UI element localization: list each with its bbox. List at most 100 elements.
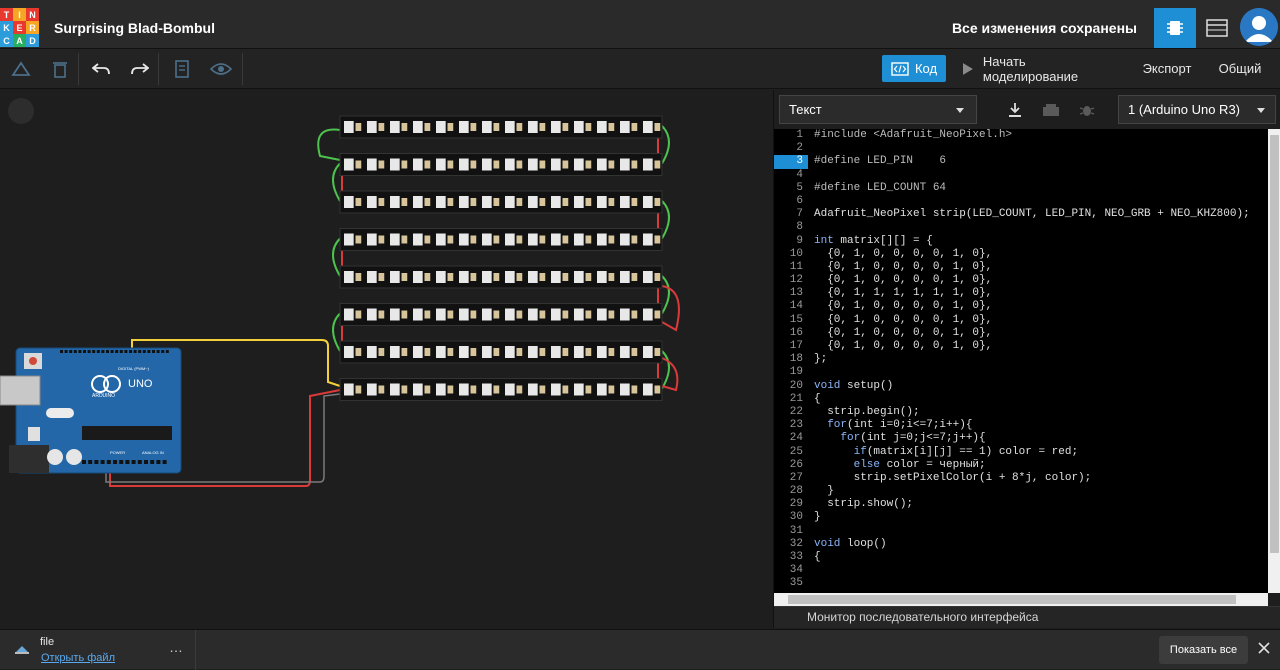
neopixel-strip[interactable] bbox=[339, 228, 663, 251]
code-line[interactable]: {0, 1, 0, 0, 0, 0, 1, 0}, bbox=[814, 260, 993, 273]
code-line[interactable]: }; bbox=[814, 353, 828, 366]
code-line[interactable]: for(int j=0;j<=7;j++){ bbox=[840, 432, 986, 445]
neopixel-strip[interactable] bbox=[339, 378, 663, 401]
code-line[interactable]: } bbox=[814, 485, 834, 498]
start-simulation-label: Начать моделирование bbox=[982, 53, 1079, 84]
code-line[interactable] bbox=[814, 142, 1268, 155]
library-button[interactable] bbox=[1034, 95, 1068, 124]
code-line[interactable] bbox=[814, 195, 1268, 208]
code-line[interactable]: } bbox=[814, 511, 821, 524]
horizontal-scrollbar[interactable] bbox=[774, 593, 1268, 606]
code-line[interactable] bbox=[814, 577, 1268, 590]
code-line[interactable]: else color = черный; bbox=[853, 458, 986, 471]
board-select[interactable]: 1 (Arduino Uno R3) bbox=[1118, 95, 1276, 124]
code-line[interactable]: #define LED_COUNT 64 bbox=[814, 181, 947, 194]
code-line[interactable] bbox=[814, 169, 1268, 182]
code-line[interactable]: for(int i=0;i<=7;i++){ bbox=[827, 419, 973, 432]
code-line[interactable] bbox=[814, 366, 1268, 379]
code-line[interactable]: strip.setPixelColor(i + 8*j, color); bbox=[814, 471, 1092, 484]
undo-icon[interactable] bbox=[89, 57, 113, 81]
start-simulation-button[interactable]: Начать моделирование bbox=[955, 53, 1123, 84]
code-line[interactable]: {0, 1, 0, 0, 0, 0, 1, 0}, bbox=[814, 274, 993, 287]
led-pixel bbox=[620, 233, 630, 246]
debugger-button[interactable] bbox=[1070, 95, 1104, 124]
visibility-icon[interactable] bbox=[209, 57, 233, 81]
code-line[interactable]: Adafruit_NeoPixel strip(LED_COUNT, LED_P… bbox=[814, 208, 1250, 221]
led-pad bbox=[562, 198, 569, 206]
code-line[interactable]: #include <Adafruit_NeoPixel.h> bbox=[814, 129, 1013, 141]
led-pixel bbox=[643, 346, 653, 358]
led-pixel bbox=[620, 196, 630, 208]
code-line[interactable]: void setup() bbox=[814, 379, 894, 392]
share-button[interactable]: Общий bbox=[1218, 61, 1262, 76]
code-button[interactable]: Код bbox=[882, 55, 946, 82]
led-pixel bbox=[344, 233, 354, 246]
header-pin bbox=[92, 350, 96, 353]
download-menu-button[interactable]: … bbox=[169, 639, 183, 655]
code-line[interactable] bbox=[814, 564, 1268, 577]
code-line[interactable]: int matrix[][] = { bbox=[814, 234, 933, 247]
code-line[interactable]: if(matrix[i][j] == 1) color = red; bbox=[853, 445, 1079, 458]
code-line[interactable]: {0, 1, 0, 0, 0, 0, 1, 0}, bbox=[814, 247, 993, 260]
neopixel-strip[interactable] bbox=[339, 153, 663, 176]
code-line[interactable]: strip.begin(); bbox=[814, 405, 920, 418]
header-pin bbox=[142, 350, 146, 353]
notes-icon[interactable] bbox=[170, 57, 194, 81]
led-pad bbox=[470, 310, 477, 319]
line-number: 4 bbox=[796, 168, 803, 181]
led-pixel bbox=[482, 121, 492, 133]
circuit-canvas[interactable]: UNO ARDUINO DIGITAL (PWM~) POWER ANALOG … bbox=[0, 90, 773, 628]
code-line[interactable]: {0, 1, 0, 0, 0, 0, 1, 0}, bbox=[814, 313, 993, 326]
export-button[interactable]: Экспорт bbox=[1142, 61, 1192, 76]
led-pad bbox=[447, 123, 454, 131]
user-avatar[interactable] bbox=[1240, 8, 1278, 46]
neopixel-strip[interactable] bbox=[339, 115, 663, 139]
code-line[interactable]: {0, 1, 0, 0, 0, 0, 1, 0}, bbox=[814, 340, 993, 352]
rotate-icon[interactable] bbox=[9, 57, 33, 81]
serial-monitor-toggle[interactable]: Монитор последовательного интерфейса bbox=[774, 606, 1280, 628]
code-lines[interactable]: #include <Adafruit_NeoPixel.h> #define LE… bbox=[814, 129, 1268, 593]
show-all-downloads-button[interactable]: Показать все bbox=[1159, 636, 1248, 664]
led-pixel bbox=[367, 196, 377, 208]
redo-icon[interactable] bbox=[128, 57, 152, 81]
header-pin bbox=[110, 350, 114, 353]
view-cube[interactable] bbox=[8, 98, 34, 124]
close-icon[interactable] bbox=[1256, 640, 1272, 656]
code-line[interactable]: #define LED_PIN 6 bbox=[814, 155, 947, 168]
neopixel-strip[interactable] bbox=[339, 190, 663, 214]
code-line[interactable]: {0, 1, 0, 0, 0, 0, 1, 0}, bbox=[814, 300, 993, 313]
led-pad bbox=[631, 123, 638, 131]
project-title[interactable]: Surprising Blad-Bombul bbox=[54, 20, 215, 36]
code-button-label: Код bbox=[914, 61, 938, 76]
header-pin bbox=[115, 350, 119, 353]
download-code-button[interactable] bbox=[998, 95, 1032, 124]
led-pixel bbox=[620, 346, 630, 358]
editor-mode-select[interactable]: Текст bbox=[779, 95, 977, 124]
code-line[interactable]: void loop() bbox=[814, 537, 887, 550]
header-pin bbox=[64, 350, 68, 353]
neopixel-strip[interactable] bbox=[339, 340, 663, 364]
circuit-view-button[interactable] bbox=[1154, 8, 1196, 48]
arduino-uno-board[interactable]: UNO ARDUINO DIGITAL (PWM~) POWER ANALOG … bbox=[0, 347, 182, 474]
delete-icon[interactable] bbox=[48, 57, 72, 81]
code-line[interactable] bbox=[814, 221, 1268, 234]
component-list-button[interactable] bbox=[1198, 8, 1236, 48]
line-number: 14 bbox=[789, 300, 803, 313]
neopixel-strip[interactable] bbox=[339, 265, 663, 289]
led-pad bbox=[562, 348, 569, 356]
led-pad bbox=[585, 198, 592, 206]
code-line[interactable]: {0, 1, 0, 0, 0, 0, 1, 0}, bbox=[814, 326, 993, 339]
code-line[interactable]: {0, 1, 1, 1, 1, 1, 1, 0}, bbox=[814, 287, 993, 300]
led-pixel bbox=[344, 271, 354, 283]
vertical-scrollbar[interactable] bbox=[1268, 129, 1280, 593]
neopixel-strip[interactable] bbox=[339, 303, 663, 326]
code-line[interactable]: strip.show(); bbox=[814, 498, 914, 511]
code-line[interactable]: { bbox=[814, 551, 821, 563]
code-line[interactable]: { bbox=[814, 392, 821, 405]
led-pixel bbox=[620, 383, 630, 396]
code-line[interactable] bbox=[814, 525, 1268, 538]
open-file-link[interactable]: Открыть файл bbox=[41, 652, 115, 664]
led-pixel bbox=[436, 308, 446, 321]
